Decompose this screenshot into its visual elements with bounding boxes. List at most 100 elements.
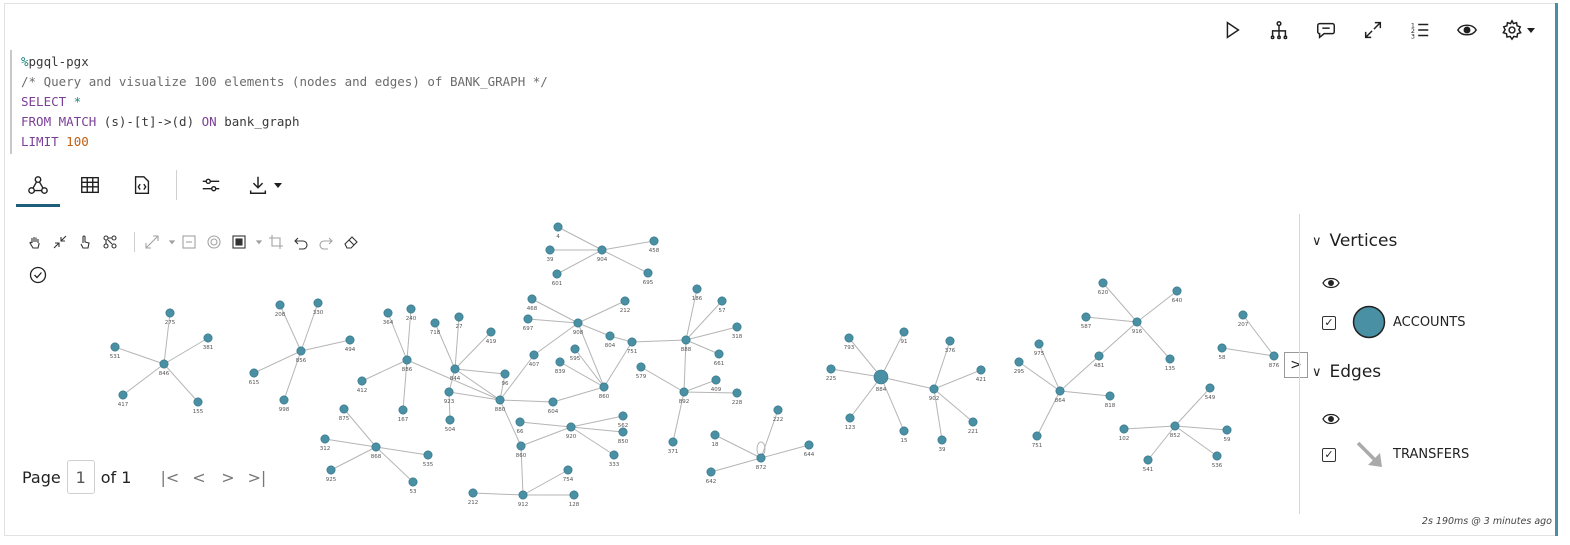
graph-node[interactable] [679,387,689,397]
graph-node[interactable] [110,342,120,352]
vertices-visibility-icon[interactable] [1322,276,1340,290]
graph-edge[interactable] [1098,321,1138,357]
graph-edge[interactable] [520,426,572,447]
graph-node[interactable] [553,222,563,232]
select-pointer-icon[interactable] [76,233,94,251]
graph-node[interactable] [444,387,454,397]
graph-edge[interactable] [557,226,603,251]
graph-node[interactable] [609,450,619,460]
graph-edge[interactable] [1059,355,1100,392]
graph-node[interactable] [1119,424,1129,434]
graph-edge[interactable] [556,249,603,275]
graph-select-icon[interactable] [101,233,119,251]
graph-edge[interactable] [1221,347,1275,357]
graph-node[interactable] [529,350,539,360]
graph-edge[interactable] [527,318,579,324]
graph-node[interactable] [486,327,496,337]
graph-node[interactable] [605,331,615,341]
graph-edge[interactable] [163,337,209,365]
run-icon[interactable] [1212,18,1252,42]
graph-edge[interactable] [570,426,615,456]
graph-edge[interactable] [577,322,611,337]
download-dropdown[interactable] [241,166,289,204]
graph-node[interactable] [1172,286,1182,296]
graph-node[interactable] [423,450,433,460]
graph-edge[interactable] [1036,390,1061,437]
graph-node[interactable] [711,375,721,385]
graph-node[interactable] [1081,312,1091,322]
graph-edge[interactable] [1174,425,1218,457]
graph-node[interactable] [500,369,510,379]
collapse-panel-button[interactable]: > [1284,352,1308,378]
graph-node[interactable] [1165,354,1175,364]
graph-node[interactable] [518,490,528,500]
graph-node[interactable] [717,296,727,306]
graph-edge[interactable] [499,399,554,403]
graph-edge[interactable] [683,391,738,394]
graph-edge[interactable] [520,445,524,496]
graph-edge[interactable] [330,446,377,471]
first-page-icon[interactable]: |< [160,467,180,487]
graph-node[interactable] [1212,451,1222,461]
graph-node[interactable] [899,426,909,436]
graph-node[interactable] [714,349,724,359]
graph-edge[interactable] [1102,282,1138,323]
graph-node[interactable] [371,442,381,452]
graph-edge[interactable] [1242,314,1275,357]
graph-node[interactable] [203,333,213,343]
graph-node[interactable] [618,411,628,421]
vertices-section-toggle[interactable]: ∨ Vertices [1312,231,1397,251]
graph-edge[interactable] [880,376,905,432]
tab-json[interactable] [120,166,164,204]
graph-node[interactable] [118,390,128,400]
graph-edge[interactable] [434,322,456,370]
graph-edge[interactable] [685,300,723,341]
graph-node[interactable] [643,268,653,278]
graph-edge[interactable] [448,391,501,401]
graph-edge[interactable] [830,368,882,378]
graph-edge[interactable] [1147,425,1176,461]
graph-node[interactable] [566,422,576,432]
graph-edge[interactable] [375,446,429,456]
code-editor[interactable]: %pgql-pgx /* Query and visualize 100 ele… [10,50,821,154]
graph-node[interactable] [279,395,289,405]
graph-node[interactable] [1222,425,1232,435]
graph-edge[interactable] [499,399,522,447]
graph-edge[interactable] [683,339,687,393]
crop-icon[interactable] [267,233,285,251]
graph-node[interactable] [326,465,336,475]
graph-node[interactable] [706,467,716,477]
graph-node[interactable] [313,298,323,308]
pan-hand-icon[interactable] [26,233,44,251]
redo-icon[interactable] [317,233,335,251]
graph-node[interactable] [1269,351,1279,361]
graph-edge[interactable] [552,386,605,403]
graph-node[interactable] [899,327,909,337]
eye-icon[interactable] [1447,18,1487,42]
graph-node[interactable] [165,308,175,318]
graph-node[interactable] [450,364,460,374]
graph-node[interactable] [618,427,628,437]
graph-node[interactable] [929,384,939,394]
graph-edge[interactable] [601,240,655,251]
edges-section-toggle[interactable]: ∨ Edges [1312,362,1381,382]
graph-edge[interactable] [1085,316,1138,323]
graph-node[interactable] [945,336,955,346]
graph-edge[interactable] [760,409,779,459]
group-frame-icon[interactable] [230,233,248,251]
graph-node[interactable] [649,236,659,246]
graph-edge[interactable] [1174,425,1228,431]
graph-node[interactable] [523,314,533,324]
caret-down-icon[interactable] [168,233,176,251]
graph-edge[interactable] [1174,387,1211,427]
graph-edge[interactable] [283,350,302,401]
graph-node[interactable] [555,357,565,367]
graph-node[interactable] [692,284,702,294]
graph-node[interactable] [845,413,855,423]
graph-node[interactable] [569,490,579,500]
graph-node[interactable] [1238,310,1248,320]
graph-node[interactable] [454,312,464,322]
hierarchy-icon[interactable] [1259,18,1299,42]
